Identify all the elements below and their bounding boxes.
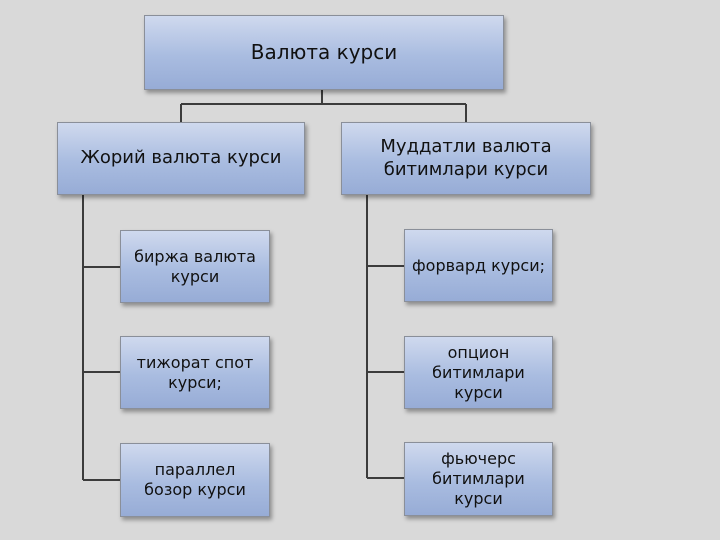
branch-node-label: Жорий валюта курси: [80, 147, 282, 169]
leaf-node-label: параллел бозор курси: [144, 460, 246, 499]
root-node-currency-rate: Валюта курси: [144, 15, 504, 90]
leaf-node-label: биржа валюта курси: [134, 246, 256, 286]
leaf-node-label: форвард курси;: [411, 255, 546, 275]
leaf-node-exchange-rate: биржа валюта курси: [120, 230, 270, 303]
branch-node-current-rate: Жорий валюта курси: [57, 122, 305, 195]
branch-node-label: Муддатли валюта битимлари курси: [380, 136, 552, 180]
right-branch-children-connector: [366, 195, 404, 479]
leaf-node-futures-contract-rate: фьючерс битимлари курси: [404, 442, 553, 516]
left-branch-children-connector: [82, 195, 120, 481]
branch-node-futures-rate: Муддатли валюта битимлари курси: [341, 122, 591, 195]
leaf-node-forward-rate: форвард курси;: [404, 229, 553, 302]
root-to-branches-connector: [180, 90, 467, 122]
leaf-node-option-rate: опцион битимлари курси: [404, 336, 553, 409]
leaf-node-commercial-spot-rate: тижорат спот курси;: [120, 336, 270, 409]
leaf-node-label: фьючерс битимлари курси: [432, 449, 525, 508]
leaf-node-label: опцион битимлари курси: [432, 342, 525, 402]
root-node-label: Валюта курси: [250, 40, 398, 64]
leaf-node-parallel-market-rate: параллел бозор курси: [120, 443, 270, 517]
leaf-node-label: тижорат спот курси;: [136, 352, 254, 392]
